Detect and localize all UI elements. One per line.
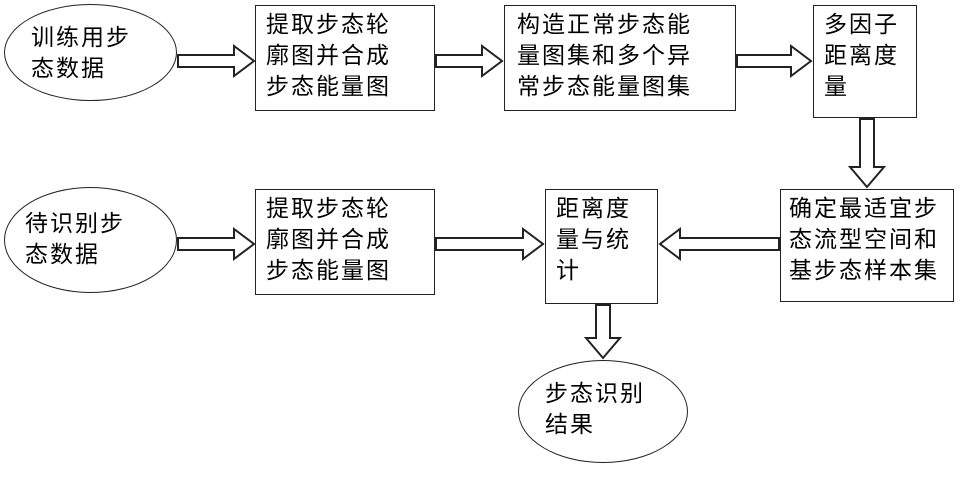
arrow-train-to-extract [178, 46, 254, 76]
arrow-distance-to-result [586, 305, 620, 358]
arrow-multifactor-to-determine [850, 119, 884, 187]
arrow-test-to-extract [178, 229, 254, 259]
arrow-extract-to-construct [436, 46, 502, 76]
arrow-extract-to-distance [436, 229, 543, 259]
arrow-determine-to-distance [660, 229, 779, 259]
arrow-construct-to-multifactor [737, 46, 811, 76]
